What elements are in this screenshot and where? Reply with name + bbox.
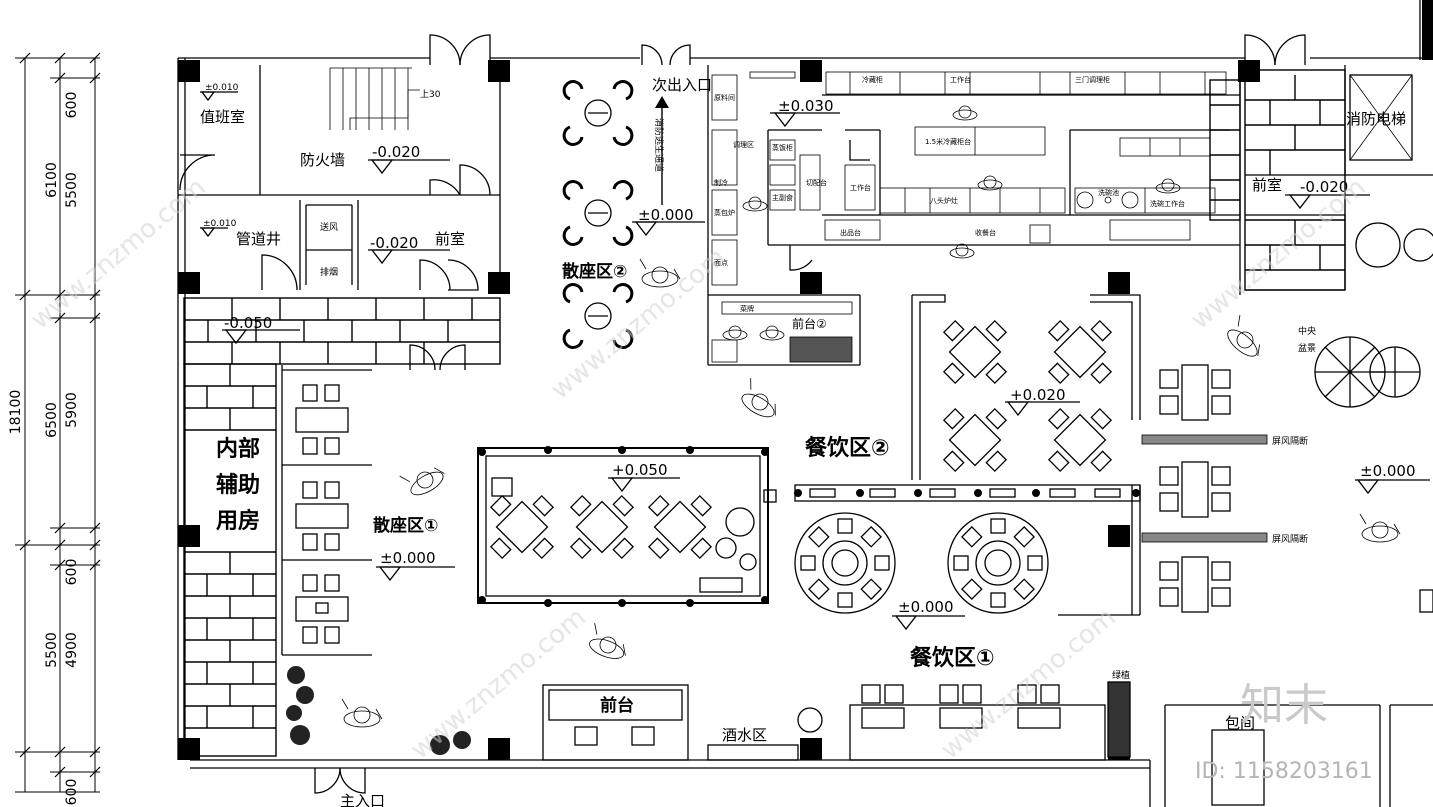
kitchen-label: 八头炉灶 xyxy=(930,196,958,205)
room-anteroom-left: 前室 xyxy=(435,230,465,248)
dining-1-counter-posts xyxy=(794,489,1140,497)
room-pipe-shaft: 管道井 xyxy=(236,230,281,248)
dining-1-round-tables xyxy=(794,512,1049,614)
watermark-logo: 知末 xyxy=(1240,680,1328,731)
dim-inner-5: 4900 xyxy=(64,632,80,668)
dim-inner-1: 600 xyxy=(64,92,80,119)
room-firewall: 防火墙 xyxy=(300,151,345,169)
elev-firewall: -0.020 xyxy=(372,143,420,161)
kitchen-label: 制冷 xyxy=(714,178,728,187)
stair-up-label: 上30 xyxy=(420,89,441,100)
plant-cluster-icon xyxy=(286,666,471,755)
doors xyxy=(179,34,1306,794)
room-fire-elevator: 消防电梯 xyxy=(1346,110,1406,128)
fire-escape-arrow-icon xyxy=(655,96,669,205)
dim-inner-3: 5900 xyxy=(64,392,80,428)
room-dining-1: 餐饮区① xyxy=(910,646,995,671)
front-desk xyxy=(542,684,689,761)
center-island xyxy=(477,447,777,604)
kitchen-label: 洗碗池 xyxy=(1098,188,1119,197)
label-fire-escape: 消防逃生通道 xyxy=(653,118,665,172)
watermark: www.znzmo.com www.znzmo.com www.znzmo.co… xyxy=(25,172,1371,765)
front-desk-label: 前台 xyxy=(600,695,634,716)
label-screen-partition-1: 屏风隔断 xyxy=(1272,435,1308,447)
dim-inner-2: 5500 xyxy=(64,172,80,208)
elev-dining1: ±0.000 xyxy=(898,598,954,616)
elevation-markers xyxy=(200,91,1430,631)
kitchen-label: 洗碗工作台 xyxy=(1150,199,1185,208)
elev-elevator: -0.020 xyxy=(1300,178,1348,196)
kitchen-label: 1.5米冷藏柜台 xyxy=(925,137,971,146)
room-duty: 值班室 xyxy=(200,108,245,126)
dim-outer-1: 6100 xyxy=(44,162,60,198)
kitchen-label: 原料间 xyxy=(714,93,735,102)
kitchen-label: 调理区 xyxy=(733,140,754,149)
label-plant: 绿植 xyxy=(1112,669,1130,681)
room-dining-2: 餐饮区② xyxy=(805,436,890,461)
label-screen-partition-2: 屏风隔断 xyxy=(1272,533,1308,545)
elev-anteroom: -0.020 xyxy=(370,234,418,252)
kitchen-label: 工作台 xyxy=(850,183,871,192)
kitchen-label: 菜牌 xyxy=(740,304,754,313)
label-central-plant-1: 中央 xyxy=(1298,325,1316,337)
bar-area xyxy=(707,744,799,761)
room-seating-1: 散座区① xyxy=(373,515,438,536)
label-central-plant-2: 盆景 xyxy=(1298,342,1316,354)
elev-duty: ±0.010 xyxy=(205,83,239,93)
watermark-id: ID: 1158203161 xyxy=(1195,759,1373,784)
right-tables xyxy=(1159,364,1433,806)
room-internal-aux-3: 用房 xyxy=(216,508,260,534)
kitchen-label: 切配台 xyxy=(806,178,827,187)
label-secondary-entrance: 次出入口 xyxy=(652,76,712,94)
kitchen-label: 出品台 xyxy=(840,228,861,237)
room-seating-2: 散座区② xyxy=(562,261,627,282)
kitchen-label: 冷藏柜 xyxy=(862,75,883,84)
dim-outer-3: 5500 xyxy=(44,632,60,668)
room-anteroom-right: 前室 xyxy=(1252,176,1282,194)
watermark-site: www.znzmo.com xyxy=(935,602,1121,765)
dim-inner-6: 600 xyxy=(64,779,80,806)
elev-kitchen: ±0.030 xyxy=(778,97,834,115)
elev-brick: -0.050 xyxy=(224,314,272,332)
room-internal-aux-1: 内部 xyxy=(216,436,260,462)
bar-area-label: 酒水区 xyxy=(722,726,767,744)
kitchen-label: 蒸饭柜 xyxy=(772,143,793,152)
dim-total: 18100 xyxy=(8,390,24,435)
kitchen-label: 三门调理柜 xyxy=(1075,75,1110,84)
elev-center: +0.050 xyxy=(612,461,668,479)
dimension-lines: 18100 6100 6500 5500 600 5500 5900 600 4… xyxy=(8,52,101,806)
elev-right: ±0.000 xyxy=(1360,462,1416,480)
elev-pipe: ±0.010 xyxy=(203,219,237,229)
watermark-site: www.znzmo.com xyxy=(1185,172,1371,335)
kitchen-label: 蒸包炉 xyxy=(714,208,735,217)
room-supply-air: 送风 xyxy=(320,221,338,233)
elev-dining2: +0.020 xyxy=(1010,386,1066,404)
walls xyxy=(177,0,1433,807)
kitchen-label: 工作台 xyxy=(950,75,971,84)
seating-2-tables xyxy=(562,80,634,349)
dim-inner-4: 600 xyxy=(64,559,80,586)
dining-1-booths xyxy=(849,684,1106,761)
label-front-desk-2: 前台② xyxy=(792,316,827,331)
label-main-entrance: 主入口 xyxy=(340,792,385,807)
room-private: 包间 xyxy=(1225,714,1255,732)
room-internal-aux-2: 辅助 xyxy=(216,472,260,498)
dining-1-counter xyxy=(794,484,1141,502)
kitchen-label: 收餐台 xyxy=(975,228,996,237)
kitchen-label: 面点 xyxy=(714,259,728,267)
elev-seat2: ±0.000 xyxy=(638,206,694,224)
dim-outer-2: 6500 xyxy=(44,402,60,438)
room-smoke-exhaust: 排烟 xyxy=(320,266,338,278)
center-island-posts xyxy=(478,446,769,607)
elev-seat1: ±0.000 xyxy=(380,549,436,567)
kitchen-label: 主副食 xyxy=(772,193,793,202)
brick-wall-left xyxy=(183,297,501,757)
seating-1-booths xyxy=(295,384,349,644)
dining-2-tables xyxy=(942,319,1113,473)
person-icons xyxy=(341,105,1401,728)
kitchen-equipment xyxy=(711,71,1227,363)
kitchen-labels: 原料间 调理区 制冷 蒸包炉 面点 工作台 蒸饭柜 切配台 主副食 冷藏柜 出品… xyxy=(714,75,1185,313)
plant-icon xyxy=(797,222,1433,758)
